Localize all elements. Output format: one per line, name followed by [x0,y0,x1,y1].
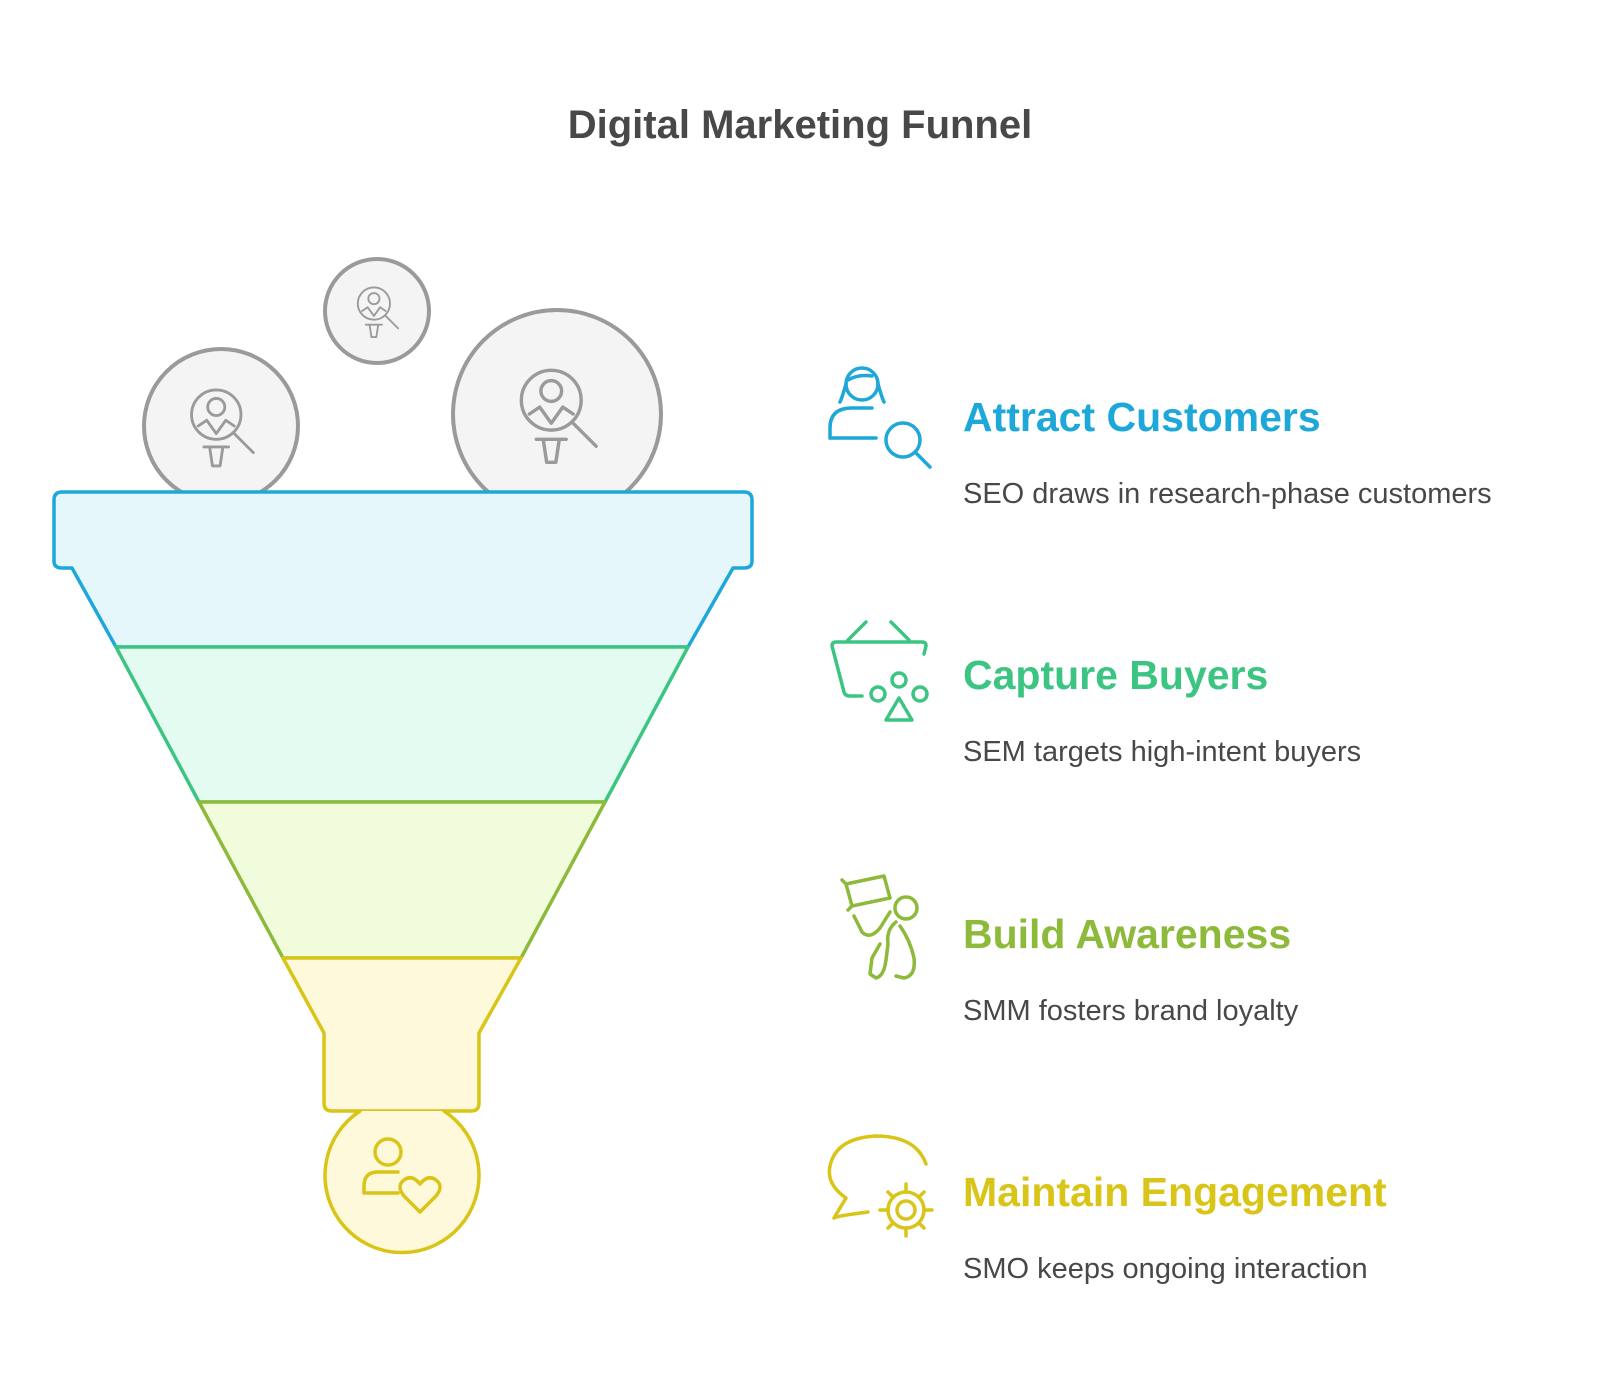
stage-description-awareness: SMM fosters brand loyalty [963,995,1299,1027]
basket-icon [830,620,929,722]
funnel-layer-attract [52,490,754,649]
stage-description-attract: SEO draws in research-phase customers [963,478,1492,510]
diagram-title: Digital Marketing Funnel [567,103,1033,147]
chat-gear-icon [827,1134,934,1238]
stage-heading-attract: Attract Customers [963,394,1321,440]
stage-heading-capture: Capture Buyers [963,652,1269,698]
stage-description-capture: SEM targets high-intent buyers [963,736,1362,768]
person-search-icon [190,388,255,468]
stage-description-engagement: SMO keeps ongoing interaction [963,1253,1368,1285]
woman-search-icon [828,366,932,469]
funnel-output [323,1109,481,1255]
bubble-right [451,308,663,520]
person-heart-icon [362,1137,442,1214]
funnel-layer-capture [114,645,690,804]
funnel-layer-engagement [281,956,523,1113]
person-search-icon [519,368,598,465]
stage-heading-awareness: Build Awareness [963,911,1292,957]
bubble-small [323,257,431,365]
bubble-left [142,347,300,505]
person-search-icon [356,286,400,338]
stage-heading-engagement: Maintain Engagement [963,1169,1387,1215]
megaphone-person-icon [840,874,919,980]
funnel-layer-awareness [197,800,607,960]
